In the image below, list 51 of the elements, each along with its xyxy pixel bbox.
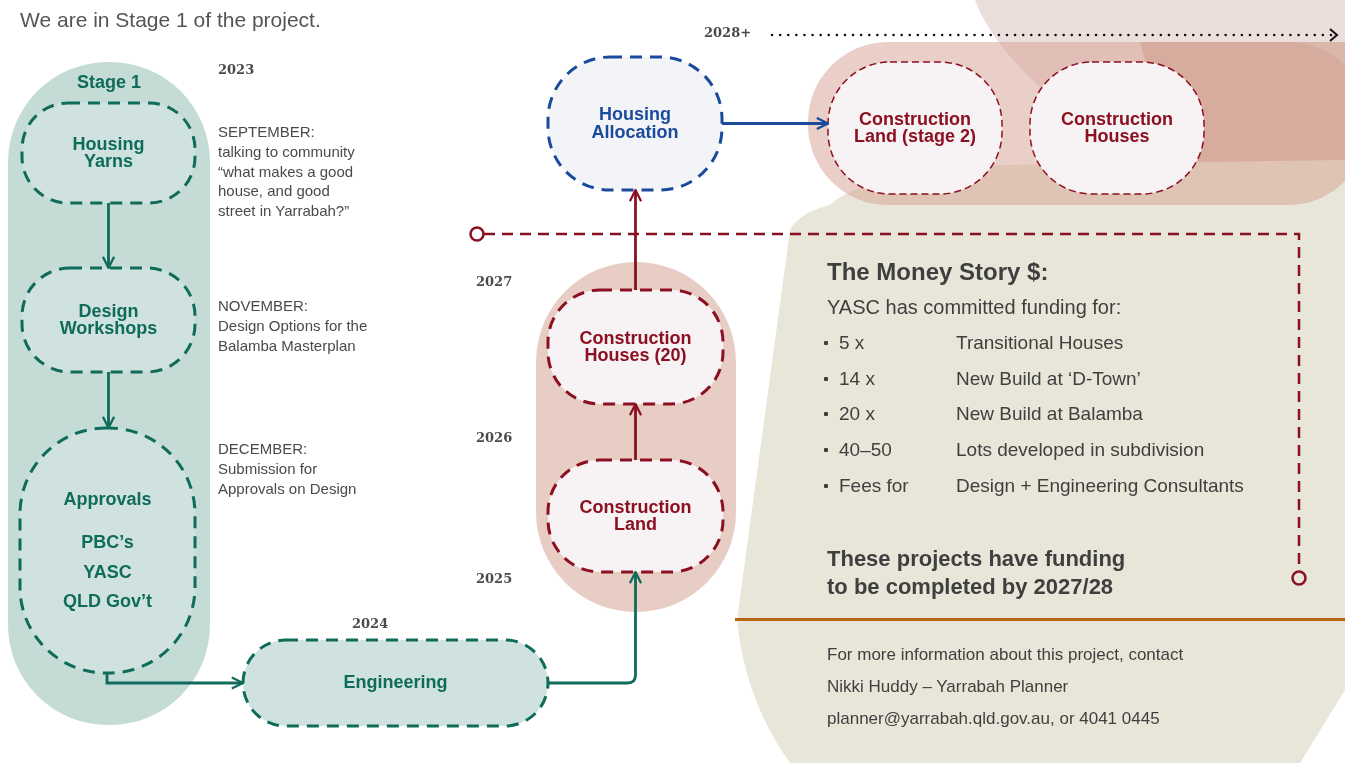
year-label: 2026 (476, 430, 513, 447)
info-panel (735, 160, 1345, 763)
node-label: QLD Gov’t (63, 592, 152, 610)
group-title: Stage 1 (77, 74, 141, 92)
node-label: Construction Houses (1060, 110, 1174, 146)
year-label: 2024 (352, 616, 389, 633)
page-title: We are in Stage 1 of the project. (20, 7, 321, 33)
month-label: NOVEMBER: (218, 296, 308, 316)
funding-item: Transitional Houses (956, 332, 1124, 354)
funding-note: These projects have funding to be completed by 2027/28 (827, 545, 1127, 600)
arrow (628, 188, 643, 290)
process-box (548, 460, 723, 572)
contact-text: For more information about this project, contact (827, 645, 1184, 665)
funding-item: Lots developed in subdivision (956, 439, 1205, 461)
node-label: Construction Land (stage 2) (853, 110, 977, 146)
node-label: Construction Houses (20) (578, 329, 693, 365)
year-label: 2023 (218, 62, 255, 79)
timeline-note: Submission for Approvals on Design (218, 459, 358, 498)
node-label: Construction Land (578, 498, 693, 534)
contact-text: Nikki Huddy – Yarrabah Planner (827, 677, 1069, 697)
process-box (22, 103, 195, 203)
node-label: Engineering (343, 674, 448, 692)
arrow (101, 372, 116, 430)
process-box (243, 640, 548, 726)
node-label: Housing Allocation (590, 106, 680, 141)
month-label: SEPTEMBER: (218, 122, 315, 142)
year-label: 2025 (476, 571, 513, 588)
arrow (101, 203, 116, 270)
timeline-note: talking to community “what makes a good house, and good street in Yarrabah?” (218, 142, 356, 220)
year-label: 2027 (476, 274, 513, 291)
node-label: Design Workshops (58, 302, 159, 338)
funding-item: New Build at ‘D-Town’ (956, 368, 1141, 390)
timeline-note: Design Options for the Balamba Masterplan (218, 316, 368, 355)
contact-text: planner@yarrabah.qld.gov.au, or 4041 0445 (827, 709, 1160, 729)
node-label: Housing Yarns (71, 135, 146, 171)
arrow (105, 673, 245, 690)
year-label: 2028+ (704, 25, 752, 42)
panel-text: YASC has committed funding for: (827, 296, 1122, 319)
node-label: PBC’s (81, 534, 134, 552)
arrow (722, 116, 830, 131)
process-box (22, 268, 195, 372)
node-label: YASC (83, 563, 132, 581)
funding-item: Design + Engineering Consultants (956, 475, 1244, 497)
funding-item: New Build at Balamba (956, 403, 1143, 425)
process-box (828, 62, 1002, 194)
arrow (548, 570, 643, 685)
month-label: DECEMBER: (218, 439, 308, 459)
process-box (548, 290, 723, 404)
node-label: Approvals (63, 491, 152, 509)
panel-heading: The Money Story $: (827, 258, 1049, 286)
arrow (628, 402, 643, 460)
